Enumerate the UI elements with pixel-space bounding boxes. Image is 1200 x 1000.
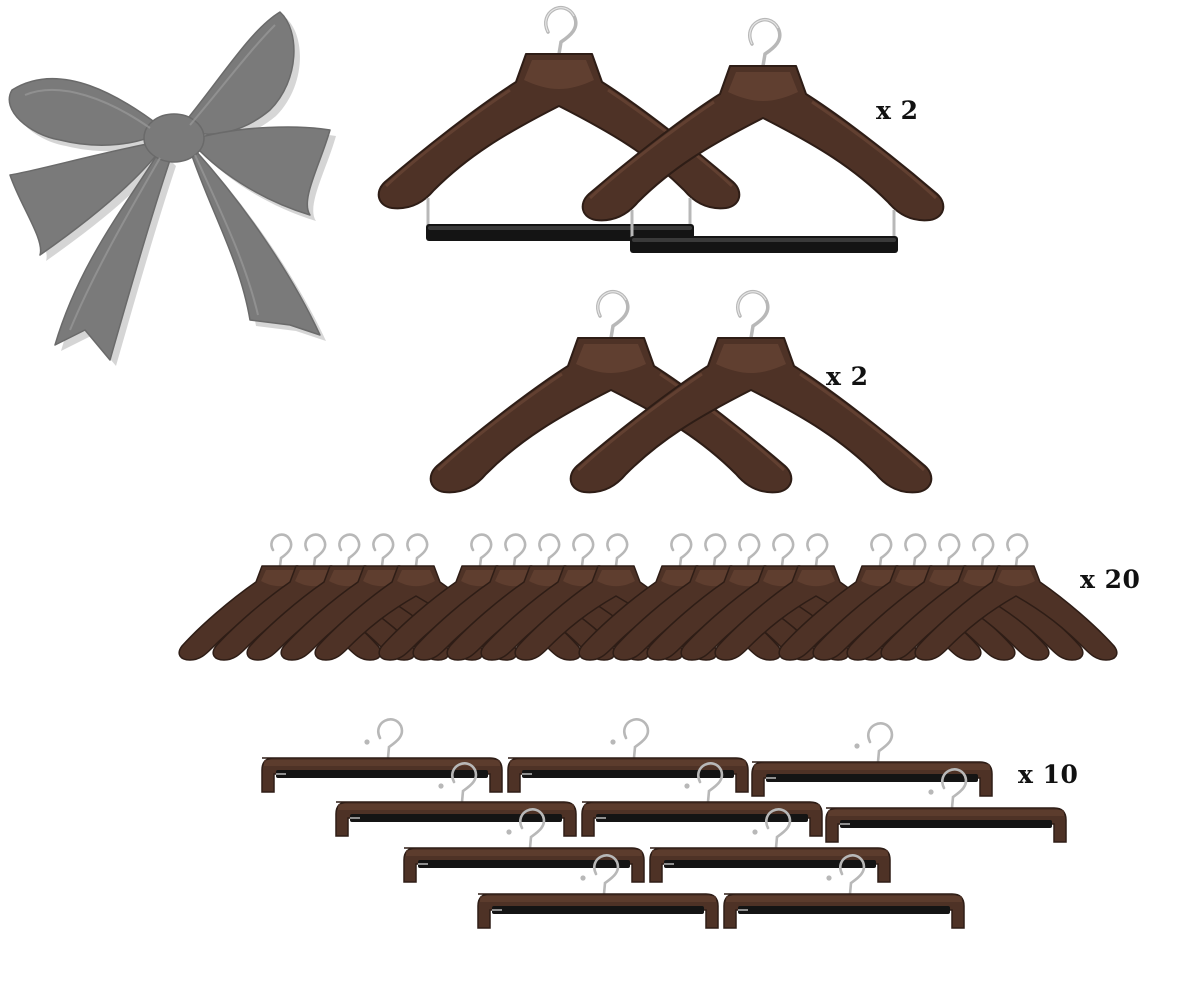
gift-bow-icon xyxy=(8,11,336,366)
quantity-label: x 2 xyxy=(826,362,869,391)
suit-hangers xyxy=(428,289,934,495)
quantity-label: x 10 xyxy=(1018,760,1079,789)
pant-hanger-icon xyxy=(506,718,750,794)
shirt-hangers xyxy=(177,533,1119,662)
pant-hanger-icon xyxy=(260,718,504,794)
pant-hanger-icon xyxy=(750,722,994,798)
quantity-label: x 20 xyxy=(1080,565,1141,594)
suit-hangers-with-bar xyxy=(379,8,944,253)
pant-hangers xyxy=(260,718,1068,930)
quantity-label: x 2 xyxy=(876,96,919,125)
